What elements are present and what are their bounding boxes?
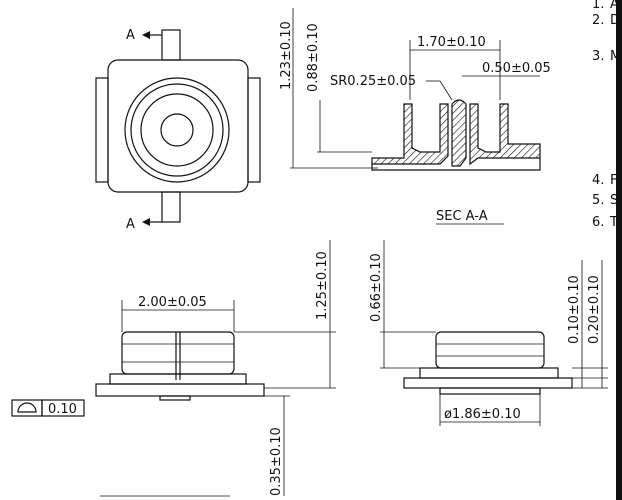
note-1-num: 1. [592,0,604,12]
dim-width-170: 1.70±0.10 [417,35,486,50]
body-square [107,59,249,193]
side-cylinder [435,331,545,369]
note-6-num: 6. [592,215,604,230]
note-1-text: A [610,0,619,12]
middle-ring [140,93,214,167]
right-wall-section [469,103,541,166]
front-cylinder [121,331,235,375]
side-view: 0.66±0.10 ø1.86±0.10 0.10±0.10 0.20±0.10 [369,240,608,426]
dim-height-125: 1.25±0.10 [315,251,330,320]
flatness-icon [17,402,37,413]
front-base-upper [109,373,247,385]
top-view: A A [95,28,261,232]
dim-height-066: 0.66±0.10 [369,253,384,322]
side-base-lower [403,377,573,389]
dim-height-020: 0.20±0.10 [587,275,602,344]
note-3-text: M [610,49,621,64]
center-pin-section [451,99,467,167]
center-pin [160,113,194,147]
dim-sr-025: SR0.25±0.05 [330,74,416,89]
dim-height-123: 1.23±0.10 [279,21,294,90]
dim-height-010: 0.10±0.10 [567,275,582,344]
dim-width-200: 2.00±0.05 [138,295,207,310]
top-tab [161,29,181,61]
outer-ring-inner [130,83,224,177]
note-4-text: F [610,173,617,188]
dim-height-035: 0.35±0.10 [269,427,284,496]
left-tab [95,77,109,183]
right-tab [247,77,261,183]
front-base-lower [95,383,265,397]
section-label-top: A [126,28,135,43]
notes-column: 1. A 2. D 3. M 4. F 5. S 6. T [592,0,622,500]
dim-height-088: 0.88±0.10 [306,23,321,92]
base-plate [371,158,541,171]
dim-width-050: 0.50±0.05 [482,61,551,76]
note-3-num: 3. [592,49,604,64]
section-label-bottom: A [126,217,135,232]
side-base-upper [419,367,559,379]
outer-ring [124,77,230,183]
dim-diameter-186: ø1.86±0.10 [444,407,521,422]
note-5-text: S [610,193,618,208]
note-2-text: D [610,13,620,28]
note-6-text: T [609,215,618,230]
left-wall-section [371,103,449,165]
note-2-num: 2. [592,13,604,28]
flatness-value: 0.10 [48,402,77,417]
note-4-num: 4. [592,173,604,188]
section-view: 1.23±0.10 0.88±0.10 1.70±0.10 SR0.25±0.0… [279,8,551,225]
bottom-tab [161,191,181,223]
front-view: 2.00±0.05 1.25±0.10 0.35±0.10 0.10 [11,240,336,497]
note-5-num: 5. [592,193,604,208]
section-title: SEC A-A [436,209,488,224]
